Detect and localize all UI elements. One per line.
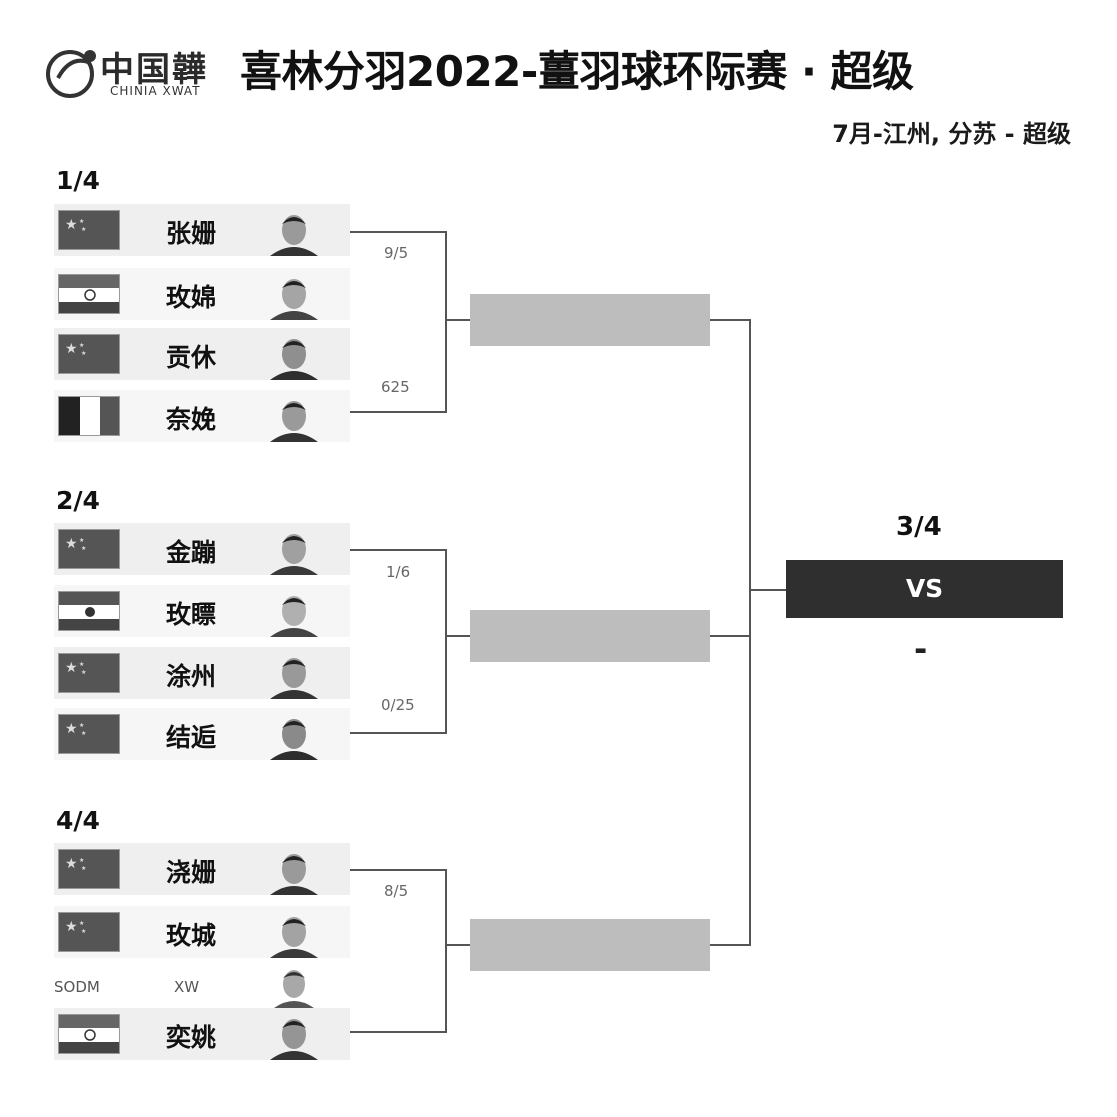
group-label: 4/4 (56, 806, 100, 835)
player-avatar (264, 845, 324, 895)
winner-slot (470, 919, 710, 971)
final-vs-box[interactable]: VS (786, 560, 1063, 618)
india-flag-icon (58, 1014, 120, 1054)
player-avatar (264, 908, 324, 958)
player-name: 张姗 (165, 219, 216, 248)
match-score: 8/5 (384, 882, 409, 900)
svg-text:★: ★ (81, 545, 86, 552)
player-name: 玫婂 (165, 283, 216, 312)
winner-slot (470, 610, 710, 662)
svg-text:★: ★ (79, 857, 84, 864)
winner-slot (470, 294, 710, 346)
svg-text:★: ★ (65, 536, 78, 552)
player-row[interactable]: 玫瞟 (54, 585, 350, 637)
placeholder-text: XW (174, 978, 200, 996)
svg-text:★: ★ (81, 350, 86, 357)
svg-text:★: ★ (79, 342, 84, 349)
player-avatar (264, 330, 324, 380)
match-score: 9/5 (384, 244, 409, 262)
match-score: 1/6 (386, 563, 411, 581)
player-avatar (264, 270, 324, 320)
bracket-connector (350, 869, 447, 1033)
player-row[interactable]: ★★★ 结逅 (54, 708, 350, 760)
svg-text:★: ★ (79, 722, 84, 729)
china-flag-icon: ★★★ (58, 529, 120, 569)
final-result: - (914, 630, 928, 668)
match-score: 0/25 (381, 696, 415, 714)
player-name: 奈娩 (165, 405, 216, 434)
svg-text:★: ★ (79, 537, 84, 544)
svg-text:★: ★ (81, 226, 86, 233)
china-flag-icon: ★★★ (58, 849, 120, 889)
svg-text:★: ★ (65, 721, 78, 737)
player-avatar (264, 525, 324, 575)
player-avatar (264, 962, 324, 1008)
player-name: 金蹦 (165, 538, 216, 567)
player-row[interactable]: ★★★ 张姗 (54, 204, 350, 256)
player-name: 浇姗 (165, 858, 216, 887)
svg-text:★: ★ (65, 341, 78, 357)
player-name: 玫城 (165, 921, 216, 950)
player-avatar (264, 587, 324, 637)
group-label: 2/4 (56, 486, 100, 515)
italy-flag-icon (58, 396, 120, 436)
china-flag-icon: ★★★ (58, 210, 120, 250)
player-row[interactable]: ★★★ 玫城 (54, 906, 350, 958)
player-name: 奕姚 (165, 1023, 216, 1052)
bracket-connector (710, 319, 751, 946)
page-title: 喜林分羽2022-薑羽球环际赛 · 超级 (240, 47, 914, 96)
player-avatar (264, 392, 324, 442)
china-flag-icon: ★★★ (58, 334, 120, 374)
logo-text-cn: 中国韡 (100, 50, 208, 90)
player-avatar (264, 1010, 324, 1060)
player-row[interactable]: ★★★ 浇姗 (54, 843, 350, 895)
player-avatar (264, 649, 324, 699)
svg-text:★: ★ (79, 661, 84, 668)
china-flag-icon: ★★★ (58, 714, 120, 754)
player-name: 玫瞟 (165, 600, 216, 629)
svg-text:★: ★ (81, 865, 86, 872)
final-label: 3/4 (896, 512, 942, 542)
player-name: 贡休 (165, 343, 216, 372)
player-row[interactable]: ★★★ 涂州 (54, 647, 350, 699)
svg-text:★: ★ (65, 919, 78, 935)
india-flag-icon (58, 274, 120, 314)
player-name: 结逅 (165, 723, 216, 752)
player-avatar (264, 710, 324, 760)
player-row[interactable]: 玫婂 (54, 268, 350, 320)
group-label: 1/4 (56, 166, 100, 195)
logo: 中国韡 CHINIA XWAT (44, 42, 224, 102)
china-flag-icon: ★★★ (58, 653, 120, 693)
player-row[interactable]: ★★★ 贡休 (54, 328, 350, 380)
player-avatar (264, 206, 324, 256)
svg-text:★: ★ (81, 669, 86, 676)
china-flag-icon: ★★★ (58, 912, 120, 952)
match-score: 625 (381, 378, 410, 396)
niger-flag-icon (58, 591, 120, 631)
svg-text:★: ★ (81, 730, 86, 737)
bracket-connector (350, 231, 447, 413)
player-row[interactable]: 奕姚 (54, 1008, 350, 1060)
svg-text:★: ★ (81, 928, 86, 935)
placeholder-text: SODM (54, 978, 100, 996)
player-row[interactable]: 奈娩 (54, 390, 350, 442)
player-row[interactable]: ★★★ 金蹦 (54, 523, 350, 575)
shuttlecock-logo-icon (46, 50, 96, 98)
svg-text:★: ★ (79, 920, 84, 927)
svg-text:★: ★ (79, 218, 84, 225)
svg-text:★: ★ (65, 217, 78, 233)
page-subtitle: 7月-江州, 分苏 - 超级 (832, 120, 1071, 148)
svg-text:★: ★ (65, 856, 78, 872)
player-name: 涂州 (165, 662, 216, 691)
logo-text-en: CHINIA XWAT (110, 84, 201, 98)
svg-text:★: ★ (65, 660, 78, 676)
bracket-connector (350, 549, 447, 734)
